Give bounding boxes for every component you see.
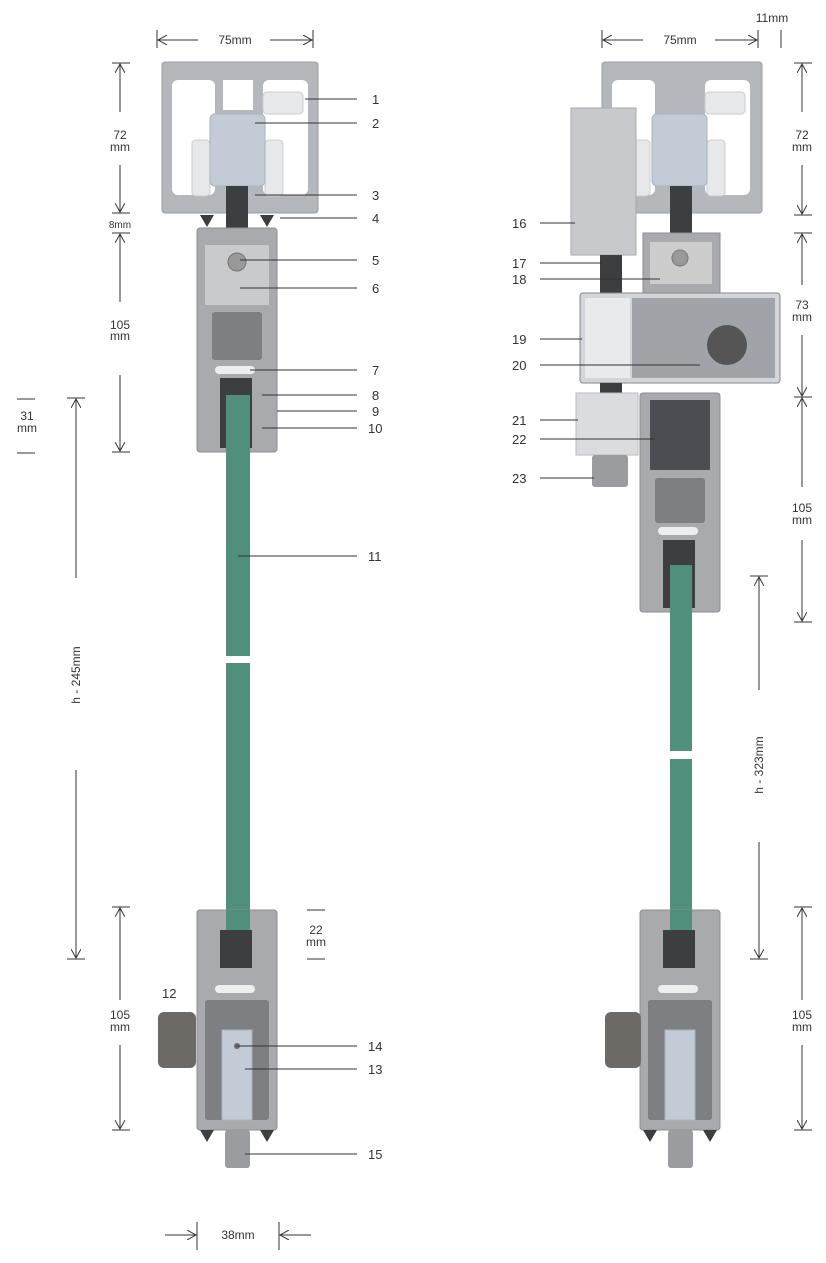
svg-text:11mm: 11mm xyxy=(756,11,788,25)
svg-text:mm: mm xyxy=(792,140,812,154)
svg-text:mm: mm xyxy=(110,329,130,343)
stoppers xyxy=(200,215,274,227)
rod xyxy=(600,383,622,395)
callout-22: 22 xyxy=(512,432,526,447)
callout-6: 6 xyxy=(372,281,379,296)
callout-8: 8 xyxy=(372,388,379,403)
svg-text:mm: mm xyxy=(110,1020,130,1034)
callout-18: 18 xyxy=(512,272,526,287)
callout-23: 23 xyxy=(512,471,526,486)
callout-12: 12 xyxy=(162,986,176,1001)
svg-text:h - 323mm: h - 323mm xyxy=(752,736,766,793)
callout-3: 3 xyxy=(372,188,379,203)
guide-roller xyxy=(262,91,304,115)
svg-text:73: 73 xyxy=(795,298,809,312)
callout-11: 11 xyxy=(368,549,382,564)
glass-panel-upper xyxy=(226,395,250,656)
svg-text:105: 105 xyxy=(110,1008,130,1022)
svg-text:75mm: 75mm xyxy=(218,33,251,47)
svg-text:mm: mm xyxy=(792,513,812,527)
callout-5: 5 xyxy=(372,253,379,268)
svg-text:8mm: 8mm xyxy=(109,220,131,231)
adjustment-knob xyxy=(605,1012,641,1068)
right-callouts: 16 17 18 19 20 21 22 23 xyxy=(512,216,700,486)
left-assembly: 1 2 3 4 5 6 7 8 9 10 11 12 13 14 15 75mm… xyxy=(17,30,382,1250)
callout-2: 2 xyxy=(372,116,379,131)
callout-21: 21 xyxy=(512,413,526,428)
callout-20: 20 xyxy=(512,358,526,373)
upper-profile xyxy=(639,392,721,613)
svg-text:mm: mm xyxy=(110,140,130,154)
adjustment-knob xyxy=(158,1012,196,1068)
svg-text:22: 22 xyxy=(309,923,323,937)
lower-profile xyxy=(196,909,278,1142)
mounting-plate xyxy=(570,107,637,256)
svg-text:mm: mm xyxy=(792,1020,812,1034)
svg-text:mm: mm xyxy=(17,421,37,435)
threaded-bolt xyxy=(226,186,248,234)
svg-text:31: 31 xyxy=(20,409,34,423)
svg-text:72: 72 xyxy=(795,128,809,142)
bottom-pin xyxy=(225,1130,250,1168)
cable-gland xyxy=(592,455,628,487)
lower-profile xyxy=(639,909,721,1142)
svg-text:105: 105 xyxy=(792,501,812,515)
callout-1: 1 xyxy=(372,92,379,107)
callout-17: 17 xyxy=(512,256,526,271)
callout-19: 19 xyxy=(512,332,526,347)
threaded-bolt xyxy=(670,186,692,234)
svg-text:72: 72 xyxy=(113,128,127,142)
svg-text:h - 245mm: h - 245mm xyxy=(69,646,83,703)
callout-7: 7 xyxy=(372,363,379,378)
svg-text:75mm: 75mm xyxy=(663,33,696,47)
left-dimensions: 75mm 72 mm 8mm 105 mm 31 mm h - 245mm 22… xyxy=(17,30,326,1250)
glass-panel-lower xyxy=(670,759,692,911)
callout-15: 15 xyxy=(368,1147,382,1162)
left-callouts: 1 2 3 4 5 6 7 8 9 10 11 12 13 14 15 xyxy=(162,92,382,1162)
motor-housing xyxy=(579,292,781,384)
glass-panel-lower xyxy=(226,663,250,911)
svg-text:38mm: 38mm xyxy=(221,1228,254,1242)
right-assembly: 16 17 18 19 20 21 22 23 11mm 75mm 72 mm … xyxy=(512,11,812,1168)
svg-text:105: 105 xyxy=(792,1008,812,1022)
bottom-pin xyxy=(668,1130,693,1168)
carriage xyxy=(651,113,708,187)
svg-text:mm: mm xyxy=(792,310,812,324)
callout-9: 9 xyxy=(372,404,379,419)
roller-wheel xyxy=(706,139,726,197)
connector-block xyxy=(575,392,639,456)
roller-wheel xyxy=(264,139,284,197)
right-dimensions: 11mm 75mm 72 mm 73 mm 105 mm h - 323mm xyxy=(601,11,812,1131)
callout-4: 4 xyxy=(372,211,379,226)
svg-text:105: 105 xyxy=(110,318,130,332)
svg-text:mm: mm xyxy=(306,935,326,949)
carriage xyxy=(209,113,266,187)
callout-14: 14 xyxy=(368,1039,382,1054)
rod xyxy=(600,255,622,295)
glass-panel-upper xyxy=(670,565,692,751)
roller-wheel xyxy=(191,139,211,197)
callout-13: 13 xyxy=(368,1062,382,1077)
guide-roller xyxy=(704,91,746,115)
callout-10: 10 xyxy=(368,421,382,436)
callout-16: 16 xyxy=(512,216,526,231)
